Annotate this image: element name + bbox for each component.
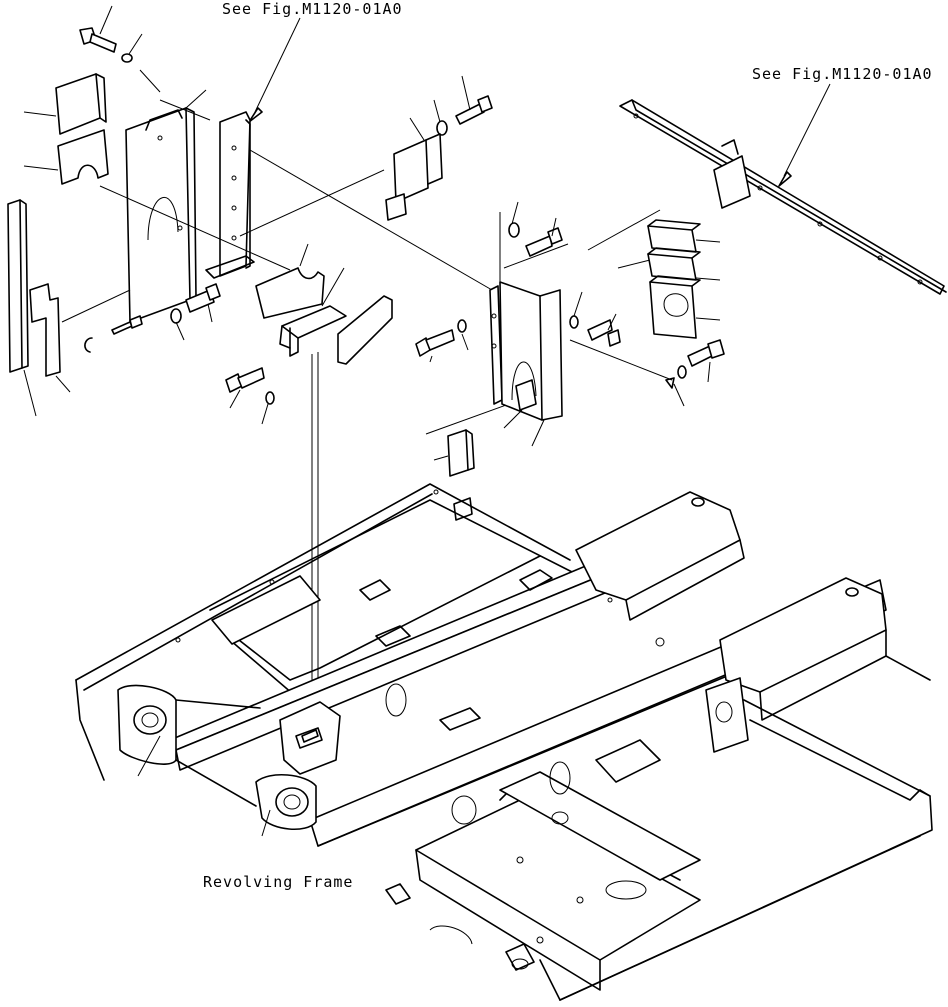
bolt-top-left — [79, 5, 117, 53]
bolt-right-lower — [587, 313, 621, 347]
bolt-right-upper — [525, 217, 563, 257]
pad-plate-right-3 — [649, 275, 721, 339]
small-bracket-left — [29, 283, 71, 393]
washer-top-left — [121, 33, 143, 63]
pad-plate-1 — [23, 73, 107, 135]
revolving-frame — [75, 483, 933, 1001]
washer-right-upper — [508, 201, 520, 238]
clip-left — [84, 337, 93, 353]
stopper-block — [433, 429, 475, 477]
pad-plate-right-2 — [647, 247, 721, 281]
bolt-right-mid — [415, 319, 469, 363]
bolt-top-center — [433, 75, 493, 136]
saddle-block-1 — [255, 243, 325, 319]
wedge-block — [337, 295, 393, 365]
reference-label-top-right: See Fig.M1120-01A0 — [752, 65, 933, 83]
pad-plate-right-1 — [647, 219, 721, 253]
vertical-bar-left — [7, 199, 37, 417]
bolt-pad-right — [665, 339, 725, 407]
pad-plate-2 — [23, 129, 109, 185]
bolt-mid-left — [185, 283, 221, 323]
screw-left — [111, 315, 143, 335]
vertical-channel-right — [489, 212, 563, 447]
side-plate-large — [125, 89, 207, 323]
vertical-channel-center — [205, 111, 255, 279]
revolving-frame-label: Revolving Frame — [203, 873, 353, 891]
long-rail-top-right — [619, 99, 947, 295]
reference-leaders — [248, 17, 831, 187]
small-bracket-top — [385, 117, 443, 221]
washer-mid-left — [170, 308, 185, 341]
bracket-center — [279, 267, 347, 357]
reference-label-top-left: See Fig.M1120-01A0 — [222, 0, 403, 18]
bolt-lower-left — [225, 367, 275, 425]
washer-right-lower — [569, 291, 583, 329]
